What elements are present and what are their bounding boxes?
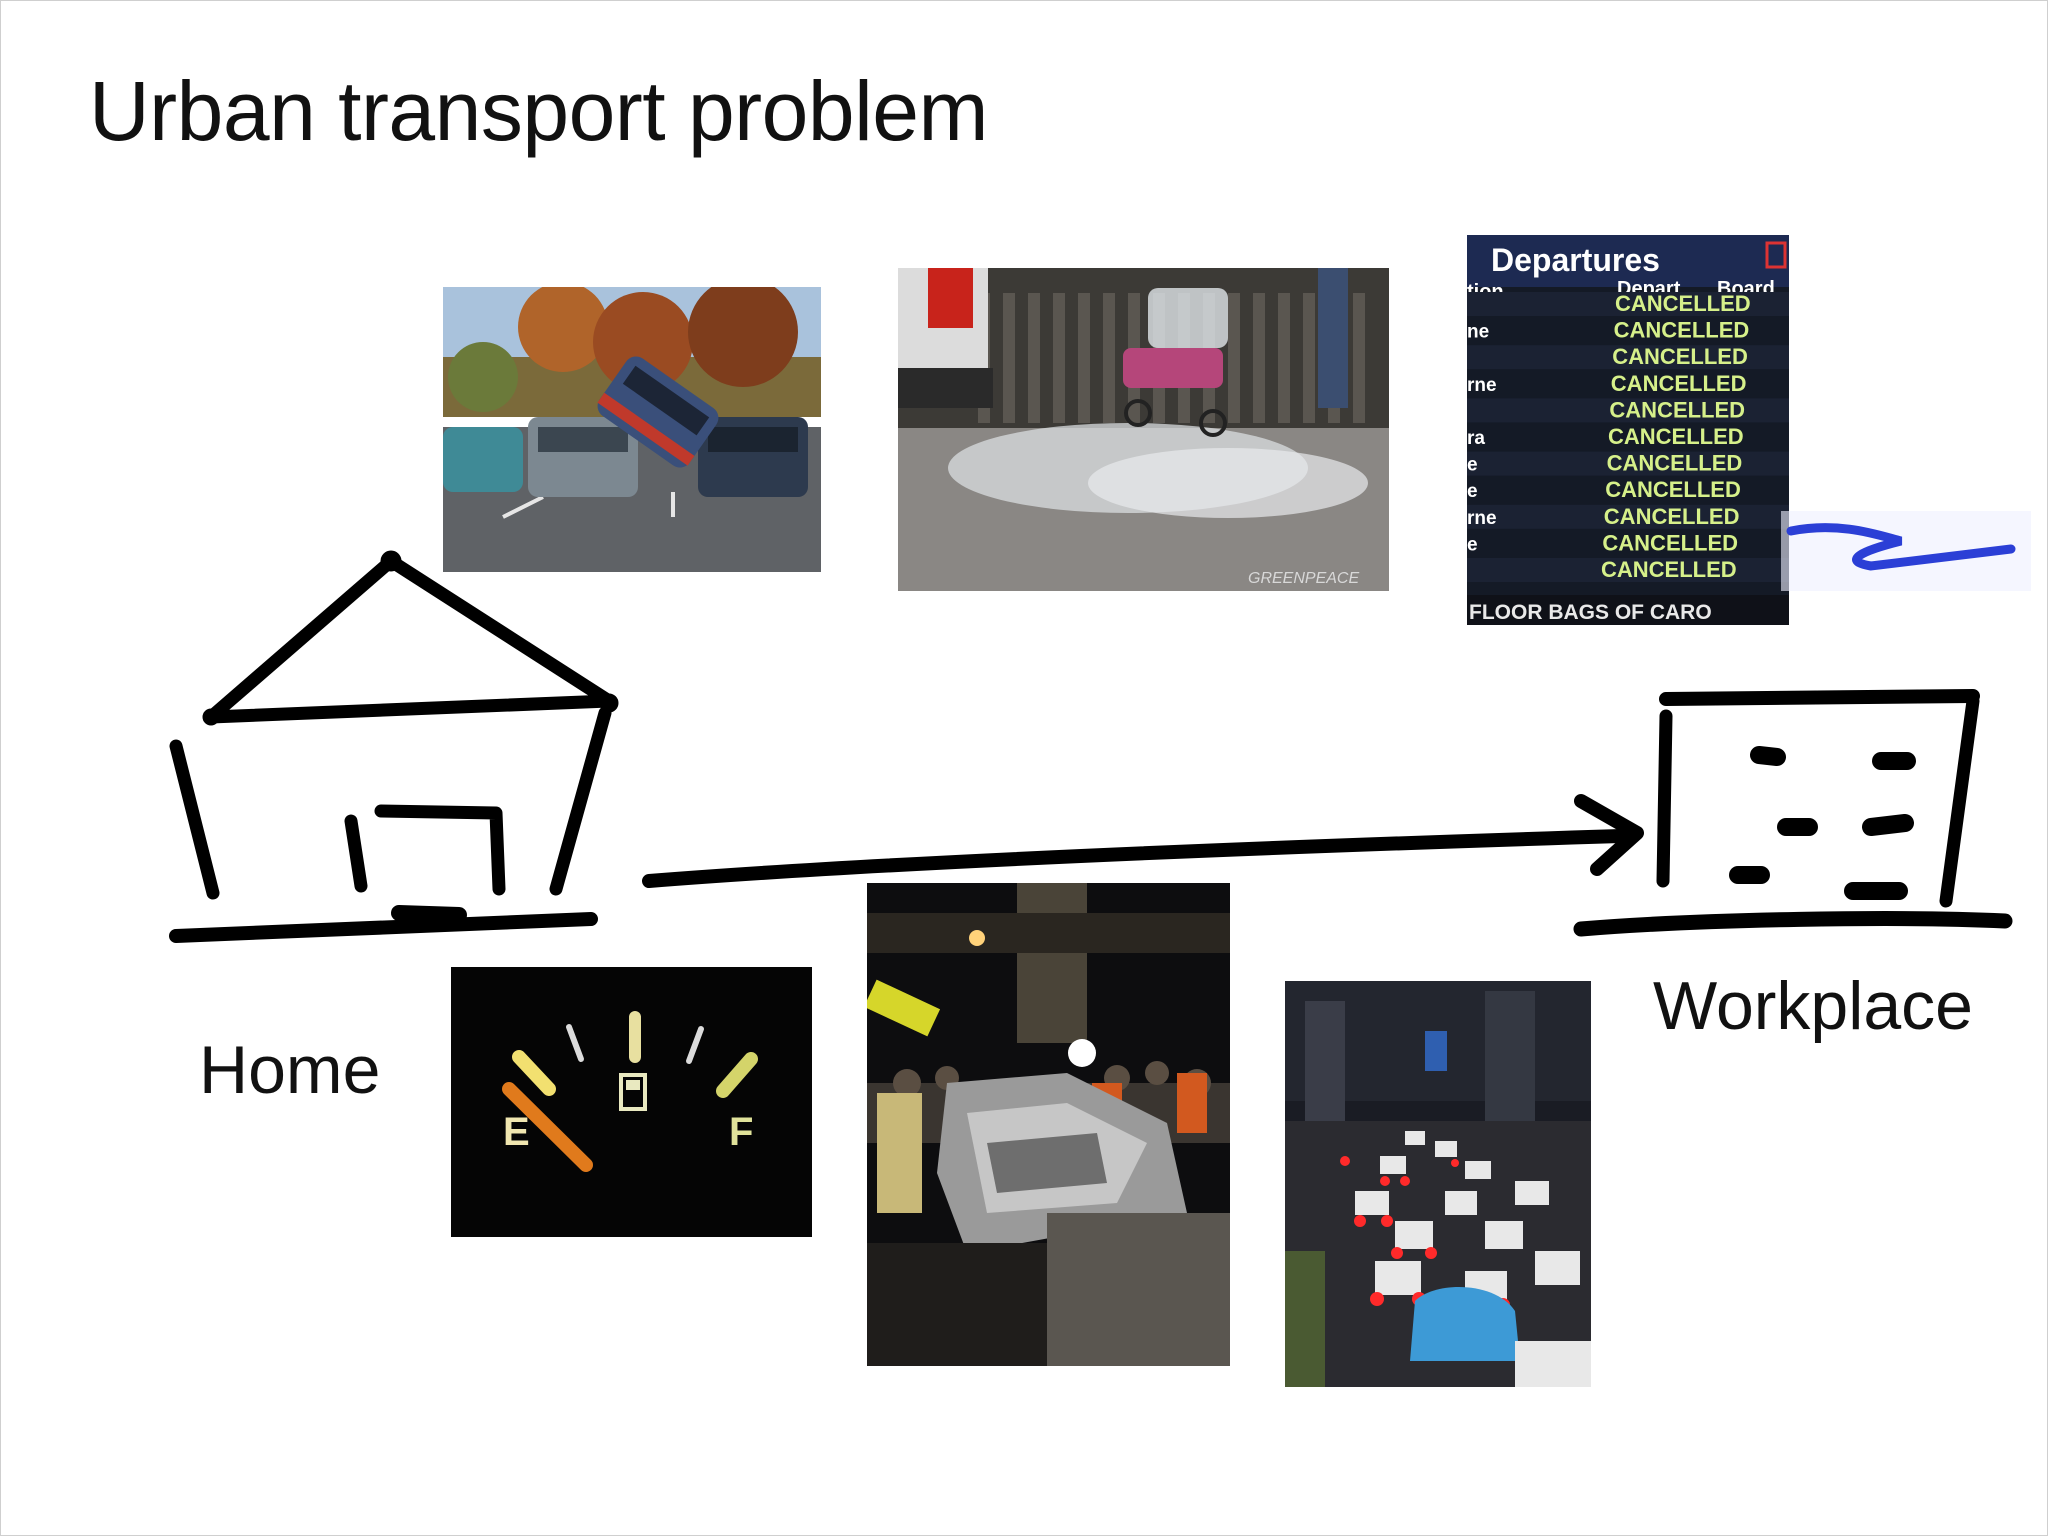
board-row-destination: rne [1467,375,1497,396]
house-ground-line [169,912,598,943]
workplace-top [1659,689,1980,706]
board-row-status: CANCELLED [1607,451,1743,476]
fuel-full-mark: F [729,1110,753,1154]
board-heading: Departures [1491,242,1660,278]
board-row-destination: ne [1467,322,1489,343]
board-row-status: CANCELLED [1604,504,1740,529]
photo-departures: Departures tion Depart Board CANCELLEDne… [1467,235,1789,625]
board-row-status: CANCELLED [1608,424,1744,449]
board-row [1467,451,1789,476]
board-row-destination: e [1467,455,1478,476]
house-roof [204,554,616,724]
board-row-destination: e [1467,534,1478,555]
board-row [1467,292,1789,316]
board-row [1467,318,1789,343]
board-row [1467,531,1789,556]
house-door [374,804,506,896]
photo-parking [443,287,821,572]
board-row-status: CANCELLED [1602,530,1738,555]
photo-exhaust: GREENPEACE [898,268,1389,591]
workplace-left [1656,709,1673,888]
workplace-ground-line [1573,911,2013,937]
board-row-status: CANCELLED [1601,557,1737,582]
board-footer: FLOOR BAGS OF CARO [1469,601,1712,624]
board-row [1467,371,1789,396]
photo-car-crash [867,883,1230,1366]
board-row-destination: rne [1467,508,1497,529]
board-row [1467,398,1789,423]
workplace-right [1939,694,1980,908]
board-row [1467,345,1789,370]
workplace-label: Workplace [1653,968,1973,1044]
house-wall-left [169,739,220,900]
house-wall-right [549,706,612,896]
blue-scribble [1781,511,2031,591]
board-row-destination: e [1467,481,1478,502]
board-row-destination: ra [1467,428,1485,449]
board-row [1467,558,1789,582]
arrow-head [1574,794,1644,876]
board-row-status: CANCELLED [1612,344,1748,369]
photo-traffic-jam [1285,981,1591,1387]
home-label: Home [199,1032,381,1108]
fuel-empty-mark: E [503,1110,530,1154]
board-row-status: CANCELLED [1614,318,1750,343]
board-row-status: CANCELLED [1609,397,1745,422]
watermark-greenpeace: GREENPEACE [1248,570,1359,587]
board-row [1467,478,1789,503]
board-row [1467,425,1789,449]
board-row-status: CANCELLED [1611,371,1747,396]
board-row [1467,504,1789,529]
board-row-status: CANCELLED [1605,477,1741,502]
board-row-status: CANCELLED [1615,291,1751,316]
arrow-shaft [642,829,1628,888]
photo-fuel-gauge: E F [451,967,812,1237]
slide-title: Urban transport problem [89,64,988,158]
